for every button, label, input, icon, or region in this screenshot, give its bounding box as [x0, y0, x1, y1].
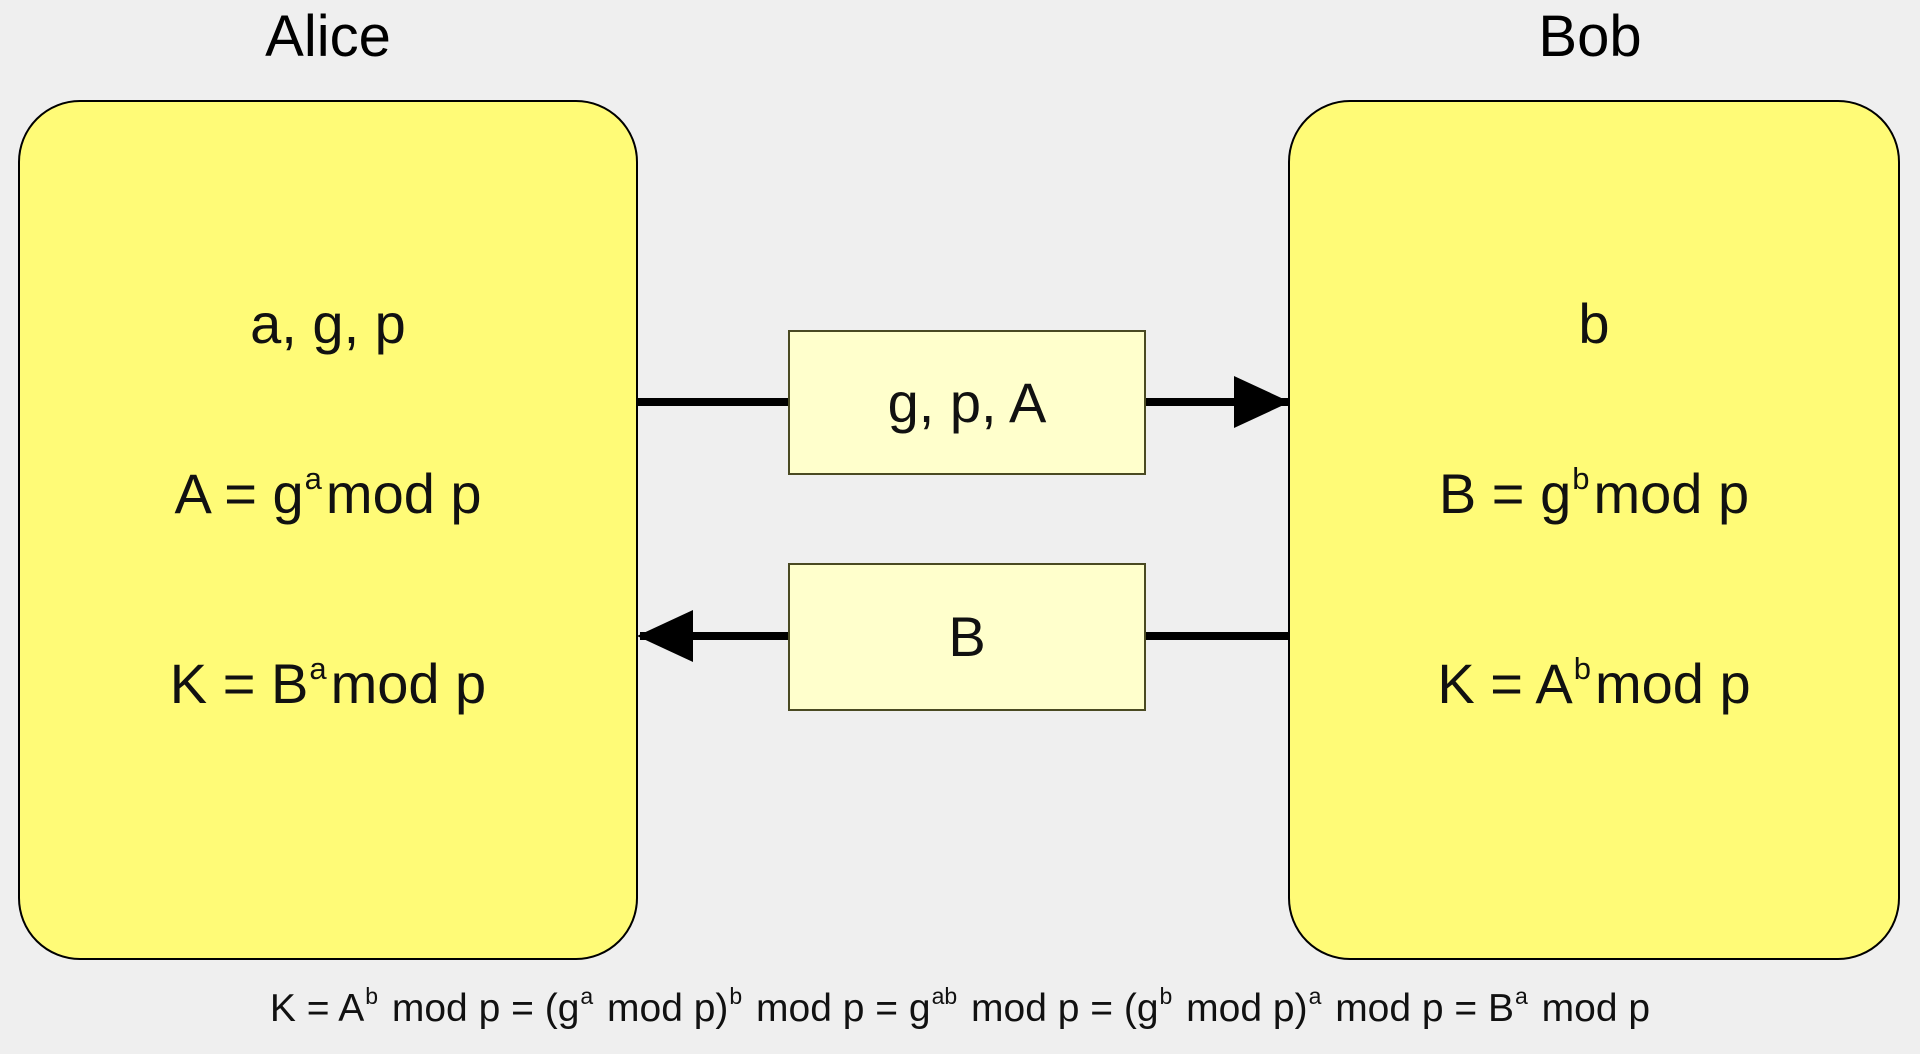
- message-box-2: B: [788, 563, 1146, 711]
- alice-key-exponent: a: [309, 651, 327, 686]
- alice-title: Alice: [265, 4, 391, 69]
- derivation-segment-2: mod p): [596, 987, 729, 1030]
- message-box-1: g, p, A: [788, 330, 1146, 475]
- alice-public-key-formula: A = gamod p: [20, 461, 636, 533]
- alice-shared-key-formula: K = Bamod p: [20, 651, 636, 723]
- derivation-exponent-4: b: [1159, 983, 1173, 1009]
- message-1-label: g, p, A: [887, 370, 1047, 434]
- bob-public-prefix: B = g: [1438, 462, 1572, 525]
- derivation-segment-0: K = A: [269, 987, 365, 1030]
- bob-secret-values: b: [1578, 292, 1610, 355]
- derivation-exponent-5: a: [1308, 983, 1322, 1009]
- derivation-exponent-6: a: [1515, 983, 1528, 1009]
- derivation-segment-4: mod p = (g: [960, 987, 1159, 1030]
- derivation-exponent-2: b: [729, 983, 743, 1009]
- bob-party-box: b B = gbmod p K = Abmod p: [1288, 100, 1900, 960]
- alice-public-suffix: mod p: [325, 462, 482, 525]
- bob-key-suffix: mod p: [1595, 652, 1751, 715]
- arrow-left-icon: [637, 610, 693, 662]
- derivation-exponent-3: ab: [931, 983, 958, 1009]
- connector-message-1-to-bob: [1146, 398, 1288, 406]
- alice-party-box: a, g, p A = gamod p K = Bamod p: [18, 100, 638, 960]
- bob-key-exponent: b: [1573, 651, 1592, 686]
- derivation-segment-3: mod p = g: [745, 987, 931, 1030]
- bob-title: Bob: [1538, 4, 1642, 69]
- derivation-segment-1: mod p = (g: [381, 987, 580, 1030]
- derivation-exponent-0: b: [365, 983, 379, 1009]
- derivation-segment-6: mod p = B: [1324, 987, 1515, 1030]
- bob-public-exponent: b: [1572, 461, 1590, 496]
- bob-shared-key-formula: K = Abmod p: [1290, 651, 1898, 723]
- connector-bob-to-message-2: [1146, 632, 1290, 640]
- alice-key-suffix: mod p: [330, 652, 487, 715]
- derivation-segment-7: mod p: [1530, 987, 1651, 1030]
- shared-secret-derivation: K = Ab mod p = (ga mod p)b mod p = gab m…: [0, 983, 1920, 1034]
- derivation-exponent-1: a: [580, 983, 594, 1009]
- message-2-label: B: [948, 605, 986, 668]
- bob-key-prefix: K = A: [1437, 652, 1573, 715]
- alice-public-prefix: A = g: [174, 462, 304, 525]
- alice-key-prefix: K = B: [169, 652, 309, 715]
- bob-public-suffix: mod p: [1593, 462, 1750, 525]
- connector-alice-to-message-1: [638, 398, 790, 406]
- bob-public-key-formula: B = gbmod p: [1290, 461, 1898, 533]
- connector-message-2-to-alice: [640, 632, 790, 640]
- derivation-segment-5: mod p): [1175, 987, 1308, 1030]
- arrow-right-icon: [1234, 376, 1290, 428]
- alice-public-exponent: a: [304, 461, 322, 496]
- alice-secret-values: a, g, p: [250, 292, 406, 355]
